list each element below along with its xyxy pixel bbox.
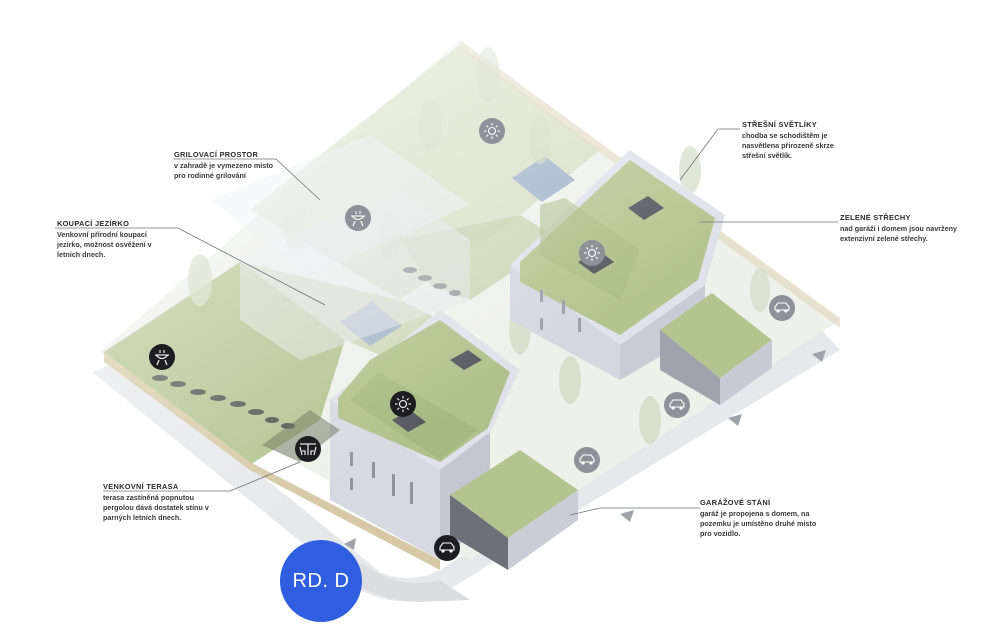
callout-title: KOUPACÍ JEZÍRKO xyxy=(57,219,130,228)
grill-icon-garden xyxy=(345,205,371,231)
callout-title: GARÁŽOVÉ STÁNÍ xyxy=(700,498,771,507)
house-badge: RD. D xyxy=(280,540,362,622)
grill-icon-left xyxy=(149,344,175,370)
callout-stresni-svetliky: STŘEŠNÍ SVĚTLÍKY chodba se schodištěm je… xyxy=(742,120,834,161)
callout-garazove-stani: GARÁŽOVÉ STÁNÍ garáž je propojena s dome… xyxy=(700,498,816,539)
sun-icon-roof-front xyxy=(390,391,416,417)
car-icon-front xyxy=(434,535,460,561)
car-icon-upper xyxy=(769,295,795,321)
icon-markers xyxy=(149,118,795,561)
callout-grilovaci-prostor: GRILOVACÍ PROSTOR v zahradě je vymezeno … xyxy=(174,150,273,181)
callout-text: v zahradě je vymezeno místo pro rodinné … xyxy=(174,161,274,180)
callout-title: STŘEŠNÍ SVĚTLÍKY xyxy=(742,120,818,129)
sun-icon-top xyxy=(479,118,505,144)
callout-title: GRILOVACÍ PROSTOR xyxy=(174,150,259,159)
callout-koupaci-jezirko: KOUPACÍ JEZÍRKO Venkovní přírodní koupac… xyxy=(57,219,152,260)
sun-icon-roof-upper xyxy=(579,240,605,266)
callout-text: nad garáží i domem jsou navrženy extenzi… xyxy=(840,224,958,243)
callout-text: terasa zastíněná popnutou pergolou dává … xyxy=(103,493,209,522)
callout-title: VENKOVNÍ TERASA xyxy=(103,482,179,491)
callout-zelene-strechy: ZELENÉ STŘECHY nad garáží i domem jsou n… xyxy=(840,213,957,244)
callout-title: ZELENÉ STŘECHY xyxy=(840,213,911,222)
callout-text: chodba se schodištěm je nasvětlena přiro… xyxy=(742,131,834,160)
callout-venkovni-terasa: VENKOVNÍ TERASA terasa zastíněná popnuto… xyxy=(103,482,209,523)
car-icon-lower xyxy=(574,447,600,473)
terrace-icon xyxy=(295,436,321,462)
callout-text: garáž je propojena s domem, na pozemku j… xyxy=(700,509,817,538)
leader-lines xyxy=(55,128,838,516)
car-icon-middle xyxy=(664,392,690,418)
callout-text: Venkovní přírodní koupací jezírko, možno… xyxy=(57,230,152,259)
